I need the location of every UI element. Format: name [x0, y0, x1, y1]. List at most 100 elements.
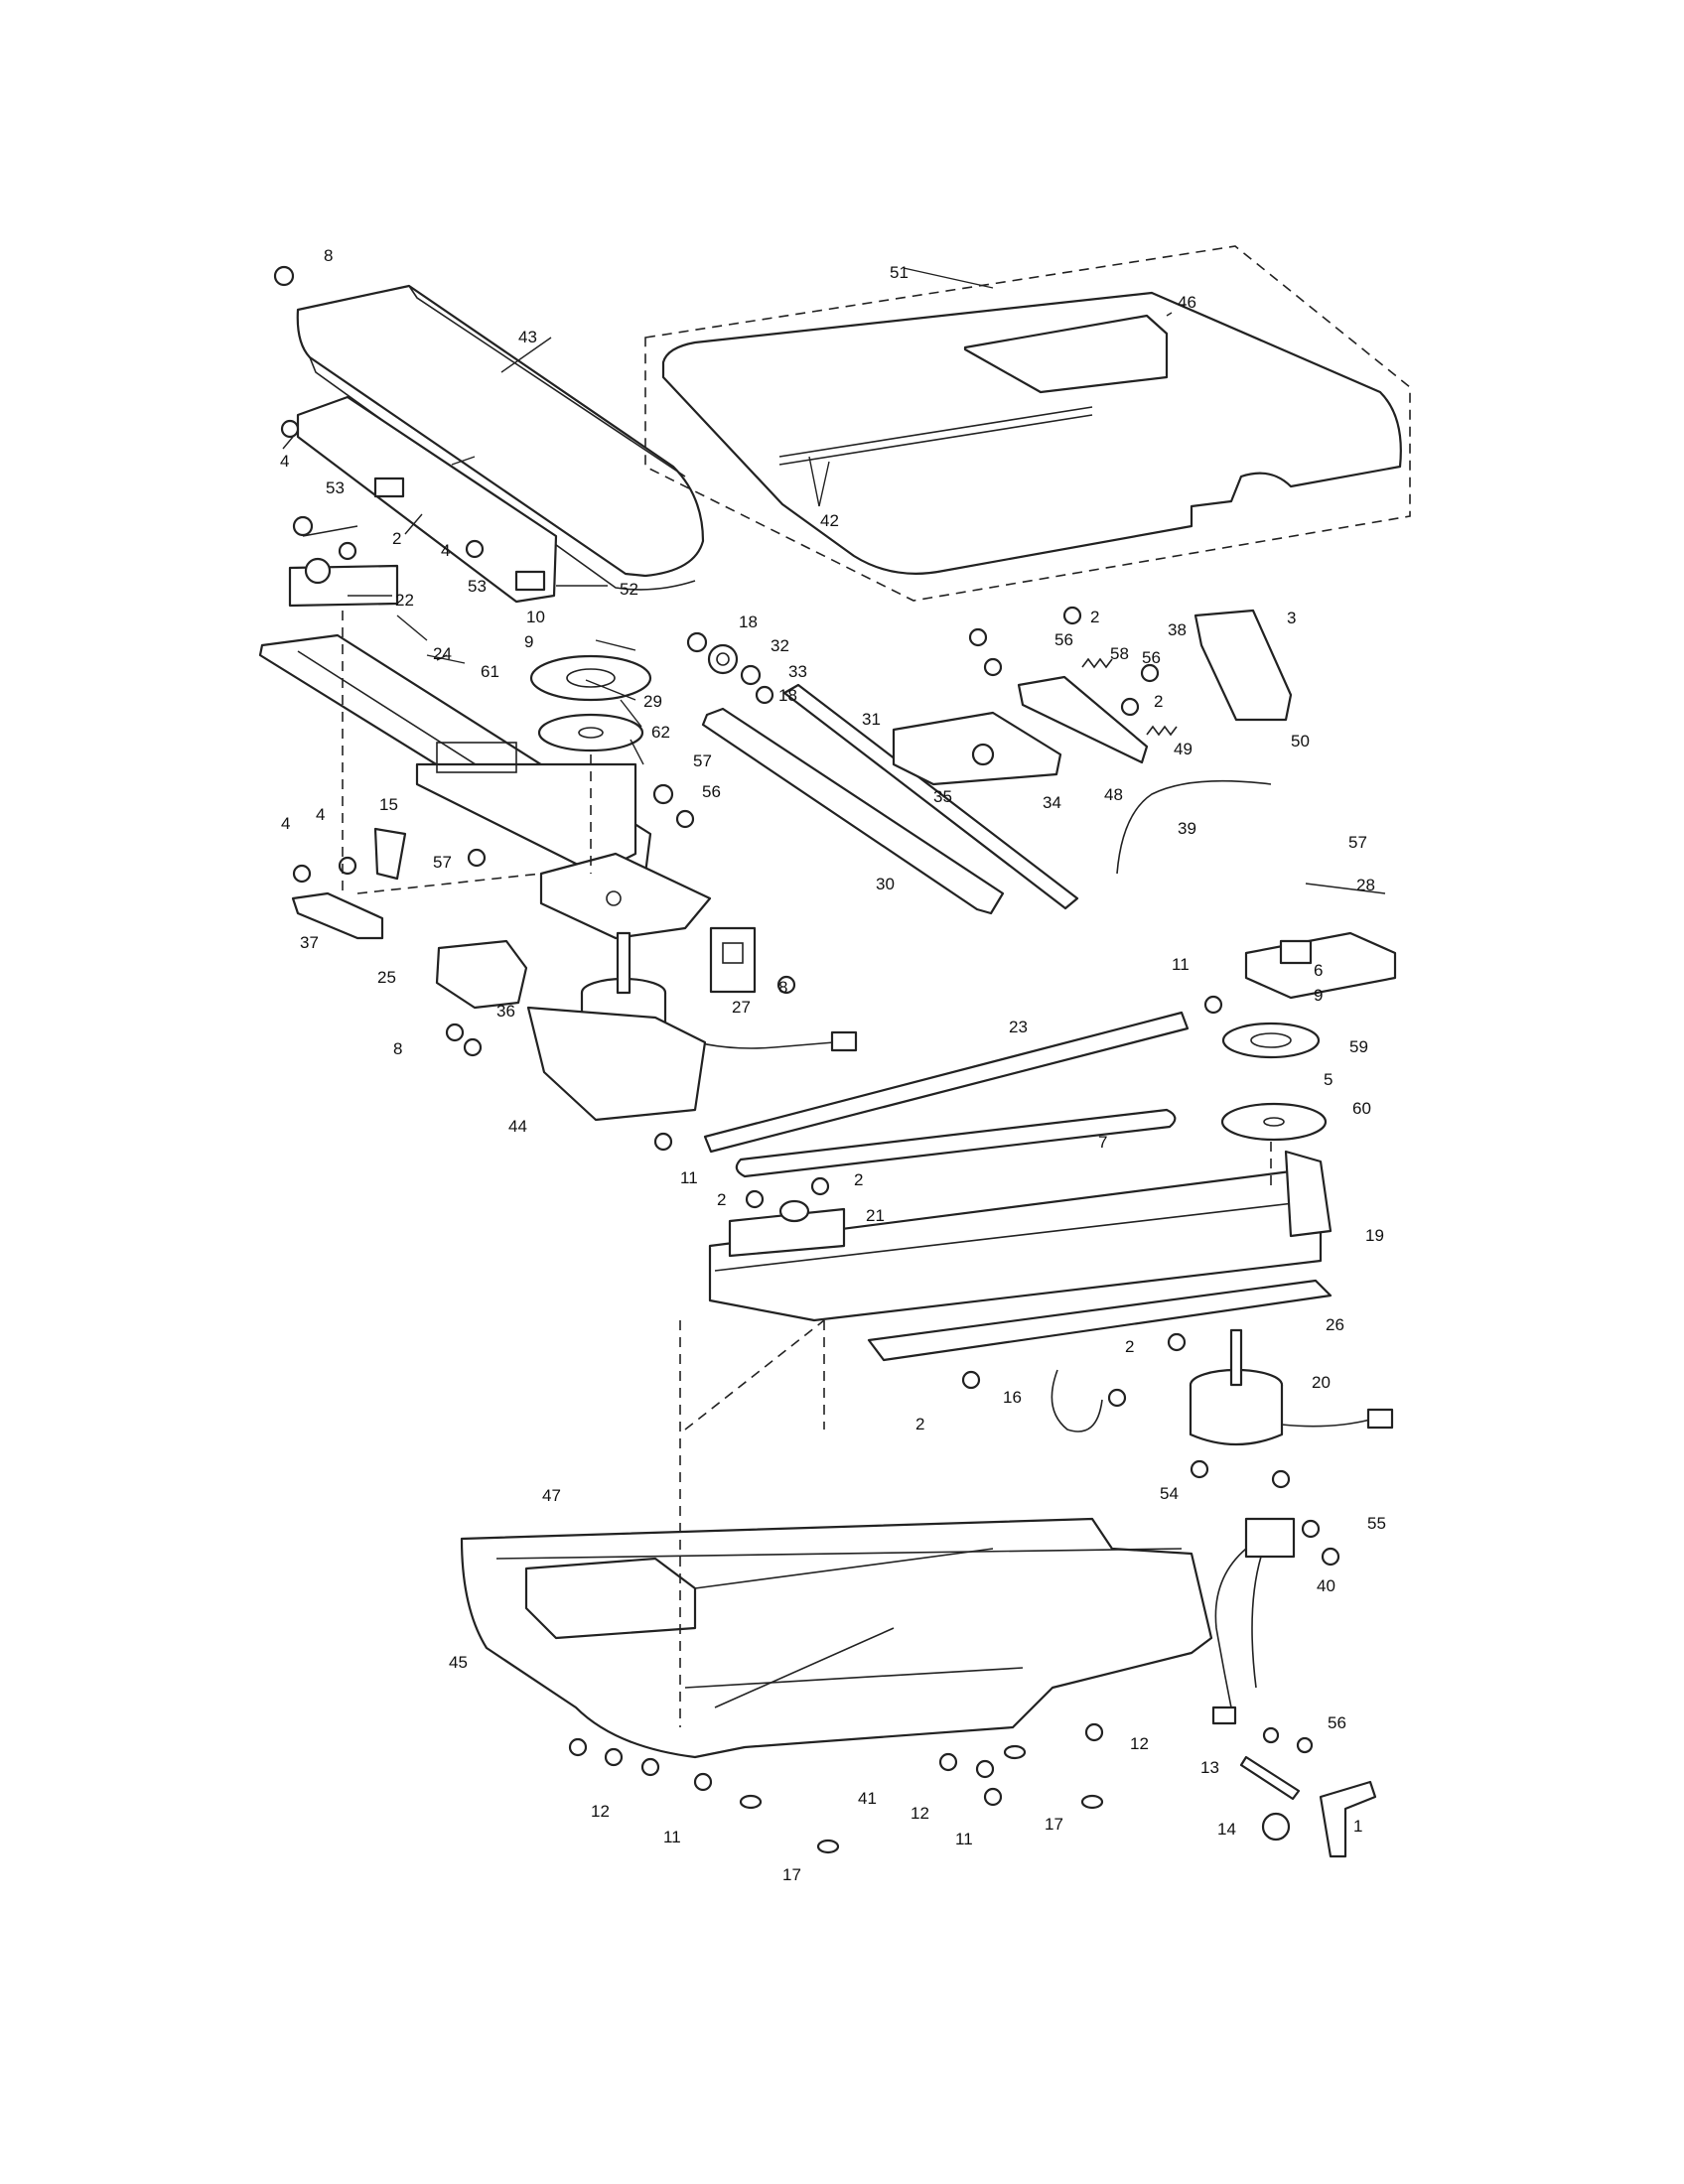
- label-34: 34: [1043, 793, 1061, 812]
- label-28: 28: [1356, 876, 1375, 894]
- foot-17a: [739, 1794, 763, 1810]
- label-52: 52: [620, 580, 638, 599]
- label-25: 25: [377, 968, 396, 987]
- carriage-35: [892, 711, 1062, 786]
- label-44: 44: [508, 1117, 527, 1136]
- label-22: 22: [395, 591, 414, 610]
- belt-7: [735, 1108, 1177, 1178]
- bracket-25: [435, 939, 528, 1010]
- rail-30: [701, 707, 1005, 915]
- base-45: [460, 1517, 1213, 1759]
- label-21: 21: [866, 1206, 885, 1225]
- label-2: 2: [1125, 1337, 1134, 1356]
- label-62: 62: [651, 723, 670, 742]
- label-61: 61: [481, 662, 499, 681]
- label-43: 43: [518, 328, 537, 346]
- label-39: 39: [1178, 819, 1196, 838]
- label-9: 9: [524, 632, 533, 651]
- clip-53a: [373, 477, 405, 498]
- label-59: 59: [1349, 1037, 1368, 1056]
- label-30: 30: [876, 875, 895, 893]
- sensor-27: [709, 926, 757, 994]
- gear-stack-61-62: [529, 654, 652, 752]
- leader-lines: [282, 267, 1386, 894]
- alignment-lines: [342, 611, 1272, 1727]
- label-18: 18: [778, 686, 797, 705]
- label-58: 58: [1110, 644, 1129, 663]
- clip-53b: [514, 570, 546, 592]
- wire-16: [1051, 1369, 1103, 1433]
- label-2: 2: [1154, 692, 1163, 711]
- mount-plate: [539, 852, 712, 940]
- label-53: 53: [468, 577, 487, 596]
- rod-31: [782, 683, 1079, 910]
- callout-labels: 8 43 51 46 42 4 53 2 4 53 52 22 10 9 24 …: [280, 246, 1386, 1884]
- wire-39: [1116, 779, 1272, 875]
- label-57: 57: [1348, 833, 1367, 852]
- label-46: 46: [1178, 293, 1196, 312]
- label-48: 48: [1104, 785, 1123, 804]
- label-32: 32: [771, 636, 789, 655]
- label-35: 35: [933, 787, 952, 806]
- pin-13: [1239, 1755, 1301, 1801]
- cover-44: [526, 1006, 707, 1122]
- label-4: 4: [316, 805, 325, 824]
- label-36: 36: [496, 1002, 515, 1021]
- label-53: 53: [326, 478, 345, 497]
- foot-17c: [1003, 1744, 1027, 1760]
- label-2: 2: [1090, 608, 1099, 626]
- label-54: 54: [1160, 1484, 1179, 1503]
- label-9: 9: [1314, 986, 1323, 1005]
- label-17: 17: [1045, 1815, 1063, 1834]
- washers-18-32-33: [686, 631, 774, 705]
- label-27: 27: [732, 998, 751, 1017]
- top-cover-right-assembly: [644, 245, 1411, 602]
- gear-stack-59-60: [1220, 1022, 1328, 1142]
- fasteners: [273, 265, 1340, 1854]
- label-56: 56: [1328, 1713, 1346, 1732]
- label-45: 45: [449, 1653, 468, 1672]
- label-56: 56: [702, 782, 721, 801]
- label-11: 11: [1172, 955, 1190, 974]
- plate-21: [728, 1199, 846, 1258]
- bracket-15: [373, 827, 407, 881]
- label-12: 12: [1130, 1734, 1149, 1753]
- label-60: 60: [1352, 1099, 1371, 1118]
- label-4: 4: [280, 452, 289, 471]
- label-14: 14: [1217, 1820, 1236, 1839]
- upper-left-frame-24: [258, 633, 652, 878]
- label-1: 1: [1353, 1817, 1362, 1836]
- label-13: 13: [1200, 1758, 1219, 1777]
- board-28: [1244, 931, 1397, 1000]
- panel-47: [524, 1557, 697, 1640]
- label-49: 49: [1174, 740, 1193, 758]
- connector-40: [1211, 1517, 1296, 1725]
- label-31: 31: [862, 710, 881, 729]
- label-42: 42: [820, 511, 839, 530]
- label-2: 2: [392, 529, 401, 548]
- label-37: 37: [300, 933, 319, 952]
- label-51: 51: [890, 263, 909, 282]
- bracket-50: [1193, 609, 1293, 722]
- strip-26: [867, 1279, 1333, 1362]
- label-19: 19: [1365, 1226, 1384, 1245]
- label-33: 33: [788, 662, 807, 681]
- springs-49-58: [1081, 657, 1178, 737]
- label-55: 55: [1367, 1514, 1386, 1533]
- label-4: 4: [281, 814, 290, 833]
- label-2: 2: [915, 1415, 924, 1433]
- label-12: 12: [591, 1802, 610, 1821]
- label-20: 20: [1312, 1373, 1331, 1392]
- label-8: 8: [393, 1039, 402, 1058]
- label-3: 3: [1287, 609, 1296, 627]
- label-8: 8: [324, 246, 333, 265]
- strip-37: [291, 891, 384, 940]
- label-16: 16: [1003, 1388, 1022, 1407]
- motor-20: [1189, 1328, 1394, 1446]
- label-18: 18: [739, 613, 758, 631]
- label-56: 56: [1142, 648, 1161, 667]
- label-11: 11: [955, 1830, 973, 1848]
- rod-23: [703, 1011, 1190, 1154]
- knob-14: [1261, 1812, 1291, 1842]
